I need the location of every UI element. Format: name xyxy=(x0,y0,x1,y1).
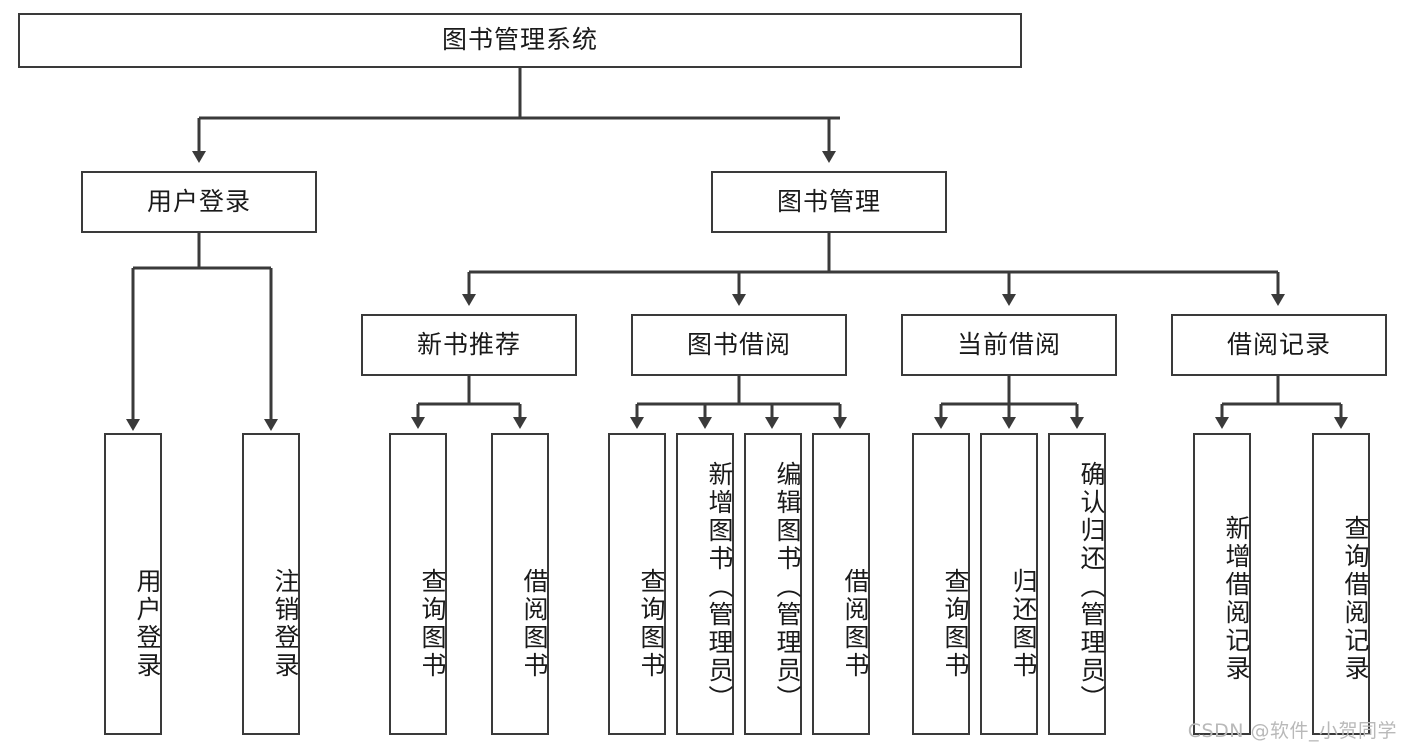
node-leaf-add-book[interactable]: 新增图书（管理员） xyxy=(676,433,734,735)
node-leaf-query-book-1[interactable]: 查询图书 xyxy=(389,433,447,735)
node-leaf-edit-book-label: 编辑图书（管理员） xyxy=(773,461,802,713)
node-leaf-borrow-book-1-label: 借阅图书 xyxy=(520,568,549,680)
node-leaf-user-login-label: 用户登录 xyxy=(133,568,162,680)
node-leaf-return-book-label: 归还图书 xyxy=(1009,568,1038,680)
node-leaf-query-book-3-label: 查询图书 xyxy=(941,568,970,680)
node-user-login[interactable]: 用户登录 xyxy=(81,171,317,233)
node-leaf-confirm-return-label: 确认归还（管理员） xyxy=(1077,461,1106,713)
node-leaf-confirm-return[interactable]: 确认归还（管理员） xyxy=(1048,433,1106,735)
node-borrow-record-label: 借阅记录 xyxy=(1226,329,1331,359)
node-book-borrow-label: 图书借阅 xyxy=(686,329,791,359)
node-leaf-query-record-label: 查询借阅记录 xyxy=(1341,515,1370,683)
node-user-login-label: 用户登录 xyxy=(146,186,251,216)
node-leaf-edit-book[interactable]: 编辑图书（管理员） xyxy=(744,433,802,735)
node-new-book-rec-label: 新书推荐 xyxy=(416,329,521,359)
node-borrow-record[interactable]: 借阅记录 xyxy=(1171,314,1387,376)
node-leaf-add-record-label: 新增借阅记录 xyxy=(1222,515,1251,683)
node-root[interactable]: 图书管理系统 xyxy=(18,13,1022,68)
node-new-book-rec[interactable]: 新书推荐 xyxy=(361,314,577,376)
node-leaf-add-record[interactable]: 新增借阅记录 xyxy=(1193,433,1251,735)
node-leaf-query-record[interactable]: 查询借阅记录 xyxy=(1312,433,1370,735)
node-book-manage[interactable]: 图书管理 xyxy=(711,171,947,233)
node-book-manage-label: 图书管理 xyxy=(776,186,881,216)
node-leaf-return-book[interactable]: 归还图书 xyxy=(980,433,1038,735)
node-current-borrow-label: 当前借阅 xyxy=(956,329,1061,359)
node-current-borrow[interactable]: 当前借阅 xyxy=(901,314,1117,376)
node-leaf-query-book-2-label: 查询图书 xyxy=(637,568,666,680)
node-leaf-borrow-book-2[interactable]: 借阅图书 xyxy=(812,433,870,735)
node-leaf-logout-login[interactable]: 注销登录 xyxy=(242,433,300,735)
node-leaf-query-book-2[interactable]: 查询图书 xyxy=(608,433,666,735)
node-leaf-user-login[interactable]: 用户登录 xyxy=(104,433,162,735)
csdn-watermark: CSDN @软件_小贺同学 xyxy=(1187,720,1397,742)
node-leaf-logout-login-label: 注销登录 xyxy=(271,568,300,680)
node-leaf-query-book-1-label: 查询图书 xyxy=(418,568,447,680)
node-book-borrow[interactable]: 图书借阅 xyxy=(631,314,847,376)
node-leaf-add-book-label: 新增图书（管理员） xyxy=(705,461,734,713)
node-root-label: 图书管理系统 xyxy=(441,25,598,55)
node-leaf-borrow-book-2-label: 借阅图书 xyxy=(841,568,870,680)
node-leaf-query-book-3[interactable]: 查询图书 xyxy=(912,433,970,735)
node-leaf-borrow-book-1[interactable]: 借阅图书 xyxy=(491,433,549,735)
